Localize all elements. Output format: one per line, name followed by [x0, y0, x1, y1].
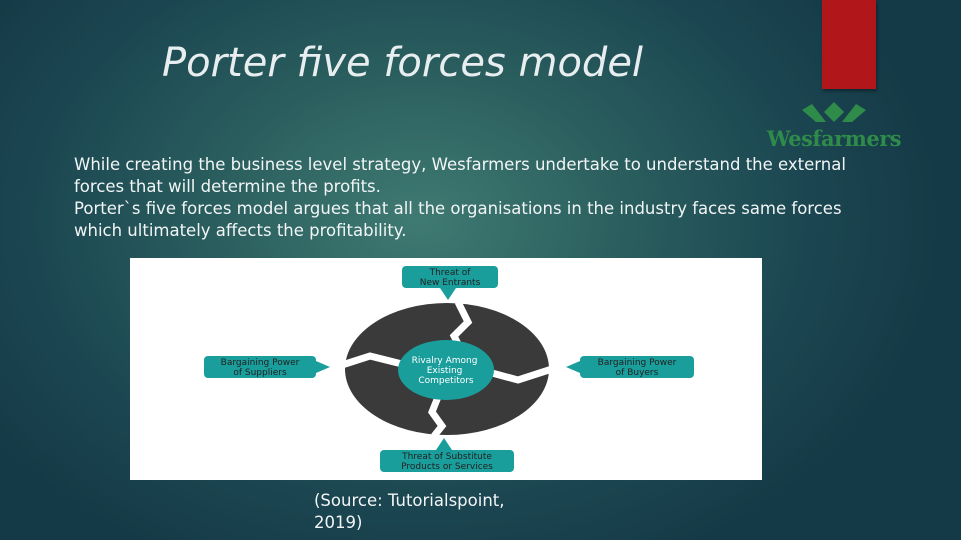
logo-text: Wesfarmers — [766, 126, 902, 151]
rivalry-center — [398, 340, 494, 400]
logo-mark-icon — [802, 102, 866, 122]
paragraph: Porter`s five forces model argues that a… — [74, 199, 842, 240]
source-citation: (Source: Tutorialspoint, 2019) — [314, 491, 505, 532]
ring-gap-bottom — [428, 390, 447, 439]
body-text: While creating the business level strate… — [74, 154, 874, 242]
five-forces-diagram: Rivalry Among Existing Competitors Threa… — [130, 258, 762, 480]
slide-title: Porter five forces model — [162, 40, 644, 86]
ring-gap-right — [491, 365, 554, 384]
center-label: Rivalry Among Existing Competitors — [412, 356, 481, 386]
accent-bar — [822, 0, 876, 89]
paragraph: While creating the business level strate… — [74, 155, 846, 196]
wesfarmers-logo: Wesfarmers — [746, 100, 922, 152]
ring-gap-left — [340, 352, 403, 369]
